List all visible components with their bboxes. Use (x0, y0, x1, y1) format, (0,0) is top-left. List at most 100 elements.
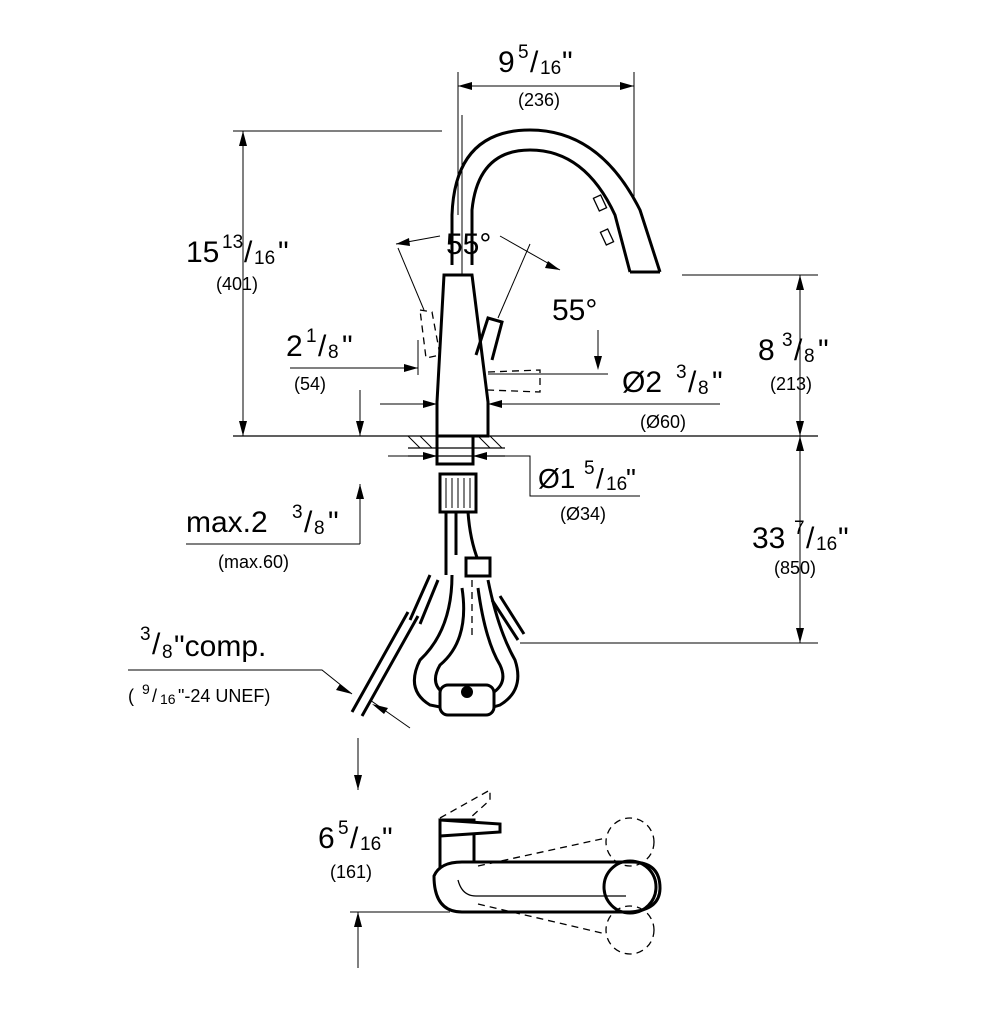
spray-button-2 (599, 228, 615, 246)
hose-loop-inner-right (476, 587, 505, 694)
lever-top-view (432, 788, 662, 955)
angle-front-value: 55° (446, 228, 491, 261)
height-num: 13 (222, 232, 243, 253)
clearance-whole: 6 (318, 822, 335, 855)
hole-dim-arrows (423, 452, 487, 460)
clearance-den: 16 (360, 834, 381, 855)
comp-suffix: "comp. (174, 630, 266, 663)
spout-inner-line (457, 879, 626, 897)
spray-head-phantom-down (605, 905, 655, 955)
hose-slash: / (806, 522, 815, 555)
anchor-right (490, 595, 526, 641)
lever-offset-slash: / (318, 330, 327, 363)
hole-dia-unit: " (626, 463, 636, 494)
nut-ribs (445, 478, 471, 508)
base-dia-slash: / (688, 366, 697, 399)
max-deck-arrow (356, 484, 364, 499)
spray-button (592, 194, 608, 212)
clearance-arrow-bottom (354, 912, 362, 927)
thread-den: 16 (160, 691, 176, 707)
thread-slash: / (152, 686, 157, 706)
hole-dia-den: 16 (606, 474, 627, 495)
reach-whole: 9 (498, 46, 515, 79)
hole-dia-prefix: Ø1 (538, 463, 575, 494)
reach-unit: " (562, 46, 573, 79)
comp-num: 3 (140, 624, 151, 645)
height-mm: (401) (216, 274, 258, 294)
outlet-whole: 8 (758, 334, 775, 367)
height-den: 16 (254, 248, 275, 269)
hose-loop-inner-left (434, 587, 466, 694)
hose-mm: (850) (774, 558, 816, 578)
max-deck-mm: (max.60) (218, 552, 289, 572)
outlet-den: 8 (804, 346, 815, 367)
hole-dia-num: 5 (584, 458, 595, 479)
outlet-num: 3 (782, 330, 793, 351)
thread-rest: "-24 UNEF) (178, 686, 270, 706)
thread-num: 9 (142, 681, 150, 697)
dimension-labels: 9 5 / 16 " (236) 15 13 / 16 " (401) 55° … (128, 42, 849, 882)
max-deck-unit: " (328, 506, 339, 539)
height-whole: 15 (186, 236, 219, 269)
spray-head-top (602, 859, 658, 915)
hose-unit: " (838, 522, 849, 555)
lever-offset-arrow (404, 364, 418, 372)
hose-loop-left (412, 574, 454, 710)
reach-num: 5 (518, 42, 529, 63)
deck-depth-arrow (356, 421, 364, 436)
supply-tube (350, 611, 420, 717)
faucet-body (435, 273, 490, 438)
max-deck-slash: / (304, 506, 313, 539)
clearance-mm: (161) (330, 862, 372, 882)
height-slash: / (244, 236, 253, 269)
angle-side-value: 55° (552, 294, 597, 327)
supply-line-right (466, 511, 480, 561)
base-dia-num: 3 (676, 362, 687, 383)
lever-offset-unit: " (342, 330, 353, 363)
swivel-phantom-lines (477, 837, 607, 935)
angle-ext-right (497, 243, 531, 319)
spray-head-phantom-up (605, 817, 655, 867)
faucet-side-view (233, 72, 818, 729)
comp-arrows (336, 684, 388, 714)
outlet-unit: " (818, 334, 829, 367)
lever-offset-whole: 2 (286, 330, 303, 363)
hole-leader (510, 455, 640, 497)
lever-offset-num: 1 (306, 326, 317, 347)
angle-side-arrow (594, 356, 602, 370)
comp-den: 8 (162, 642, 173, 663)
max-deck-num: 3 (292, 502, 303, 523)
hose-num: 7 (794, 518, 805, 539)
reach-den: 16 (540, 58, 561, 79)
max-deck-den: 8 (314, 518, 325, 539)
base-dia-prefix: Ø2 (622, 366, 662, 399)
mounting-shank (435, 434, 475, 466)
lever-phantom-left (419, 309, 441, 359)
hose-den: 16 (816, 534, 837, 555)
hole-dia-mm: (Ø34) (560, 504, 606, 524)
dimension-lines (128, 82, 818, 968)
deck-hatch (407, 435, 503, 449)
height-unit: " (278, 236, 289, 269)
lever-phantom-front (487, 369, 541, 393)
outlet-slash: / (794, 334, 803, 367)
clearance-num: 5 (338, 818, 349, 839)
spout-top-view (432, 860, 662, 914)
lever-phantom-up (439, 788, 491, 819)
reach-slash: / (530, 46, 539, 79)
anchor-left (408, 574, 440, 625)
hose-connector (464, 556, 492, 578)
spout-inner (470, 148, 632, 273)
angle-ext-left (397, 247, 425, 311)
lever-offset-mm: (54) (294, 374, 326, 394)
clearance-unit: " (382, 822, 393, 855)
lever-offset-den: 8 (328, 342, 339, 363)
tube-dim-line (369, 699, 411, 729)
base-dia-unit: " (712, 366, 723, 399)
clearance-arrow-top (354, 775, 362, 790)
hose-weight-clip (461, 686, 473, 698)
max-deck-prefix: max.2 (186, 506, 268, 539)
clearance-slash: / (350, 822, 359, 855)
base-dia-mm: (Ø60) (640, 412, 686, 432)
